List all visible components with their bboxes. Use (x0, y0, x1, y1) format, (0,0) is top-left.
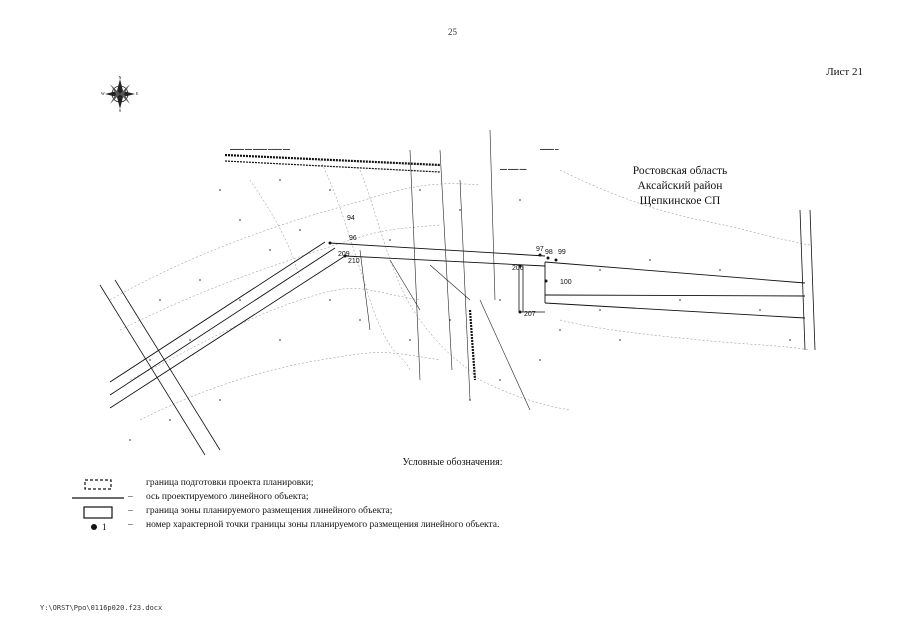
point-marker-icon: 1 (91, 522, 107, 532)
zone-rectangle-icon (83, 506, 113, 519)
road-right (799, 209, 816, 351)
corridor-horizontal (329, 242, 806, 319)
region-settlement: Щепкинское СП (639, 195, 721, 207)
page-number: 25 (448, 27, 457, 37)
svg-text:▬▬▬▬ ▬: ▬▬▬▬ ▬ (540, 147, 559, 151)
footer-file-path: Y:\ORST\Ppo\0116p020.f23.docx (40, 604, 163, 612)
legend-dash: – (128, 506, 133, 516)
point-label-98: 98 (545, 249, 553, 256)
svg-text:▬▬ ▬▬▬ ▬▬: ▬▬ ▬▬▬ ▬▬ (500, 167, 527, 171)
legend-row-planning-boundary: граница подготовки проекта планировки; (70, 478, 630, 492)
dashed-rectangle-icon (84, 479, 112, 490)
point-label-206: 206 (512, 265, 524, 272)
compass-rose-icon: N S W E (101, 76, 139, 112)
region-oblast: Ростовская область (632, 165, 728, 177)
compass-n: N (119, 76, 122, 80)
survey-marks (129, 179, 791, 441)
region-label: Ростовская область Аксайский район Щепки… (600, 164, 760, 209)
compass-e: E (136, 91, 139, 96)
point-label-99: 99 (558, 249, 566, 256)
legend-row-axis: – ось проектируемого линейного объекта; (70, 492, 630, 506)
region-district: Аксайский район (637, 180, 723, 192)
point-label-97: 97 (536, 246, 544, 253)
axis-line-icon (72, 497, 124, 499)
hatched-lines (224, 153, 477, 381)
legend-row-zone-boundary: – граница зоны планируемого размещения л… (70, 506, 630, 520)
point-label-209: 209 (338, 251, 350, 258)
legend-text: номер характерной точки границы зоны пла… (146, 520, 500, 530)
sheet-label: Лист 21 (826, 66, 863, 78)
corridor-left (109, 241, 346, 409)
map-annotations: ▬▬▬▬ ▬▬ ▬▬▬▬ ▬▬▬▬ ▬▬ ▬▬ ▬▬▬ ▬▬ ▬▬▬▬ ▬ (230, 147, 559, 171)
legend-text: граница подготовки проекта планировки; (146, 478, 314, 488)
vertical-link (518, 266, 545, 313)
point-label-94: 94 (347, 215, 355, 222)
boundary-points (328, 241, 558, 314)
legend-title: Условные обозначения: (402, 457, 503, 468)
point-marker-label: 1 (102, 522, 107, 532)
point-label-96: 96 (349, 235, 357, 242)
road-lines (99, 279, 221, 456)
compass-s: S (119, 108, 121, 112)
point-label-210: 210 (348, 258, 360, 265)
legend-dash: – (128, 520, 133, 530)
svg-text:▬▬▬▬ ▬▬ ▬▬▬▬ ▬▬▬▬ ▬▬: ▬▬▬▬ ▬▬ ▬▬▬▬ ▬▬▬▬ ▬▬ (230, 147, 290, 151)
legend-text: ось проектируемого линейного объекта; (146, 492, 309, 502)
legend-text: граница зоны планируемого размещения лин… (146, 506, 393, 516)
point-label-100: 100 (560, 279, 572, 286)
compass-w: W (101, 91, 105, 96)
engineering-network (359, 129, 531, 411)
point-label-207: 207 (524, 311, 536, 318)
legend-dash: – (128, 492, 133, 502)
terrain-contours (109, 159, 811, 421)
legend-row-point-number: 1 – номер характерной точки границы зоны… (70, 520, 630, 534)
